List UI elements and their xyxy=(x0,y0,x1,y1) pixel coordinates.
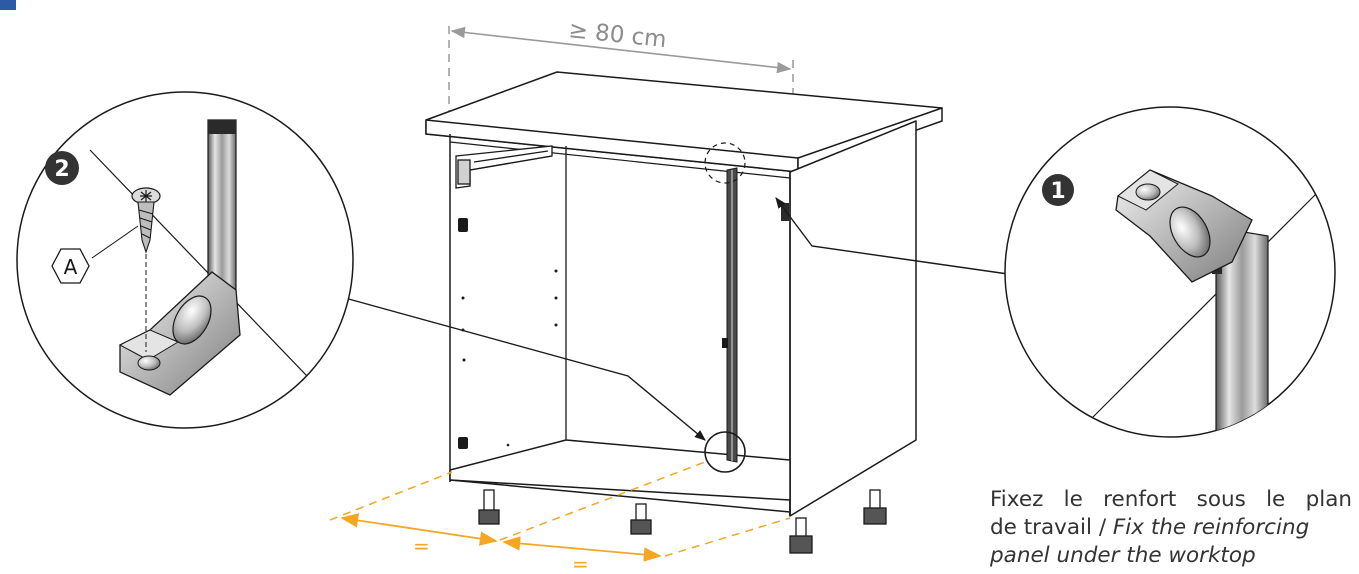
reinforcing-panel xyxy=(722,167,738,463)
equal-label-right: = xyxy=(572,552,589,574)
step-two-number: 2 xyxy=(54,157,69,182)
caption-english-end: panel under the worktop xyxy=(990,543,1256,568)
cabinet-bottom-panel xyxy=(449,439,791,501)
instruction-caption: Fixez le renfort sous le plan de travail… xyxy=(990,486,1352,570)
leg-front-right xyxy=(789,517,813,554)
width-label: ≥ 80 cm xyxy=(567,17,667,53)
leg-back-right xyxy=(863,489,887,525)
part-a-hexagon xyxy=(51,248,90,284)
detail-zone-top xyxy=(704,142,746,184)
cabinet-right-side xyxy=(789,120,917,517)
step-one-marker xyxy=(1042,174,1074,206)
step-one-number: 1 xyxy=(1050,179,1065,204)
cabinet xyxy=(425,71,943,517)
part-label: A xyxy=(64,255,78,279)
leg-back-middle xyxy=(630,503,652,535)
detail-zone-bottom xyxy=(704,431,746,473)
equal-spacing-dimensions: = = xyxy=(329,461,791,574)
caption-line-2: de travail / Fix the reinforcing xyxy=(990,514,1352,542)
caption-english-part: Fix the reinforcing xyxy=(1112,515,1310,540)
detail-circle-step-one: 1 xyxy=(1004,106,1336,438)
cabinet-legs xyxy=(478,489,887,554)
equal-label-left: = xyxy=(413,534,430,558)
side-bracket-hardware xyxy=(781,203,789,221)
caption-line-1: Fixez le renfort sous le plan xyxy=(990,487,1352,512)
step-two-marker xyxy=(45,151,79,185)
leg-front-left xyxy=(478,489,500,525)
detail-circle-step-two: A 2 xyxy=(16,91,354,429)
page-corner-tab xyxy=(0,0,16,10)
drawer-runner xyxy=(455,145,553,189)
leader-lines xyxy=(344,197,1009,441)
caption-french-part: de travail / xyxy=(990,515,1113,540)
caption-line-3: panel under the worktop xyxy=(990,542,1352,570)
shelf-pin-holes xyxy=(458,218,558,449)
